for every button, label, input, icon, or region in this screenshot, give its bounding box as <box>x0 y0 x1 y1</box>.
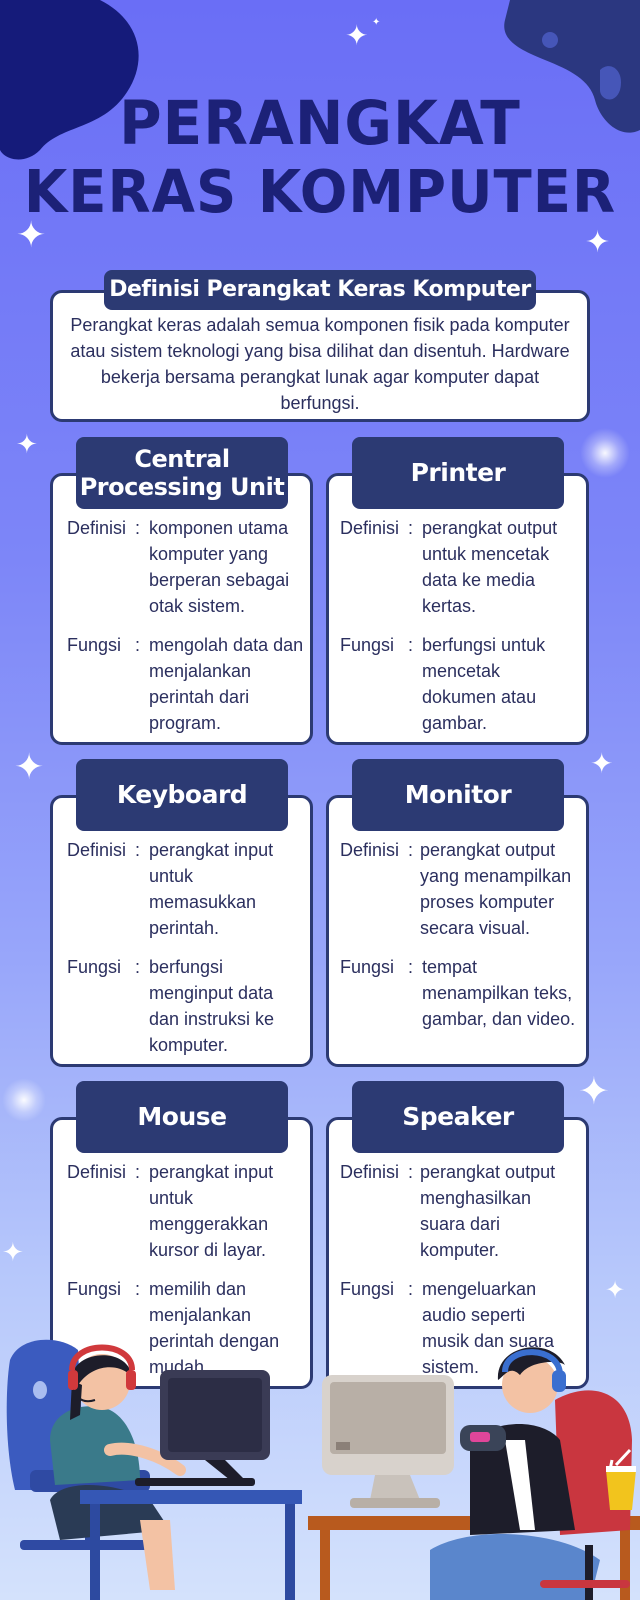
sparkle-icon: ✦ <box>14 747 45 788</box>
card-cpu-fungsi-row: Fungsi: mengolah data dan menjalankan pe… <box>67 632 311 736</box>
card-speaker-fungsi: mengeluarkan audio seperti musik dan sua… <box>422 1279 555 1377</box>
card-speaker-fungsi-row: Fungsi: mengeluarkan audio seperti musik… <box>340 1276 572 1380</box>
gamer-girl-illustration <box>50 1344 186 1590</box>
card-printer-definisi-row: Definisi: perangkat output untuk menceta… <box>340 515 572 619</box>
card-keyboard-fungsi: berfungsi menginput data dan instruksi k… <box>149 957 275 1055</box>
card-mouse-fungsi-row: Fungsi: memilih dan menjalankan perintah… <box>67 1276 299 1380</box>
card-cpu-definisi-row: Definisi: komponen utama komputer yang b… <box>67 515 311 619</box>
card-label-cpu: Central Processing Unit <box>76 437 288 509</box>
card-keyboard-definisi-row: Definisi: perangkat input untuk memasukk… <box>67 837 279 941</box>
sparkle-icon: ✦ <box>345 19 369 52</box>
top-left-blob <box>0 0 139 160</box>
definition-label: Definisi Perangkat Keras Komputer <box>104 270 536 310</box>
card-mouse-definisi: perangkat input untuk menggerakkan kurso… <box>149 1162 274 1260</box>
sparkle-icon: ✦ <box>590 747 614 780</box>
gaming-scene-illustration <box>6 1339 640 1600</box>
title-line-2: KERAS KOMPUTER <box>23 158 617 227</box>
card-monitor-definisi-row: Definisi: perangkat output yang menampil… <box>340 837 588 941</box>
sparkle-icon: ✦ <box>2 1238 24 1268</box>
definition-box <box>50 290 590 422</box>
drink-cup-icon <box>606 1448 636 1510</box>
sparkle-icon: ✦ <box>16 215 47 256</box>
card-speaker-definisi-row: Definisi: perangkat output menghasilkan … <box>340 1159 580 1263</box>
card-label-printer: Printer <box>352 437 564 509</box>
definition-text: Perangkat keras adalah semua komponen fi… <box>70 315 570 413</box>
card-monitor <box>326 795 589 1067</box>
glow-dot <box>2 1078 46 1122</box>
card-keyboard-definisi: perangkat input untuk memasukkan perinta… <box>149 840 274 938</box>
card-label-mouse: Mouse <box>76 1081 288 1153</box>
sparkle-icon: ✦ <box>372 17 381 28</box>
card-mouse-definisi-row: Definisi: perangkat input untuk menggera… <box>67 1159 299 1263</box>
card-cpu-fungsi: mengolah data dan menjalankan perintah d… <box>149 635 304 733</box>
sparkle-icon: ✦ <box>585 225 611 260</box>
card-monitor-fungsi: tempat menampilkan teks, gambar, dan vid… <box>422 957 576 1029</box>
card-monitor-definisi: perangkat output yang menampilkan proses… <box>420 840 572 938</box>
card-label-monitor: Monitor <box>352 759 564 831</box>
glow-dot <box>580 428 630 478</box>
card-printer-definisi: perangkat output untuk mencetak data ke … <box>422 518 558 616</box>
sparkle-icon: ✦ <box>605 1276 626 1304</box>
card-monitor-fungsi-row: Fungsi: tempat menampilkan teks, gambar,… <box>340 954 582 1032</box>
card-keyboard <box>50 795 313 1067</box>
card-label-speaker: Speaker <box>352 1081 564 1153</box>
card-speaker-definisi: perangkat output menghasilkan suara dari… <box>420 1162 556 1260</box>
card-printer <box>326 473 589 745</box>
card-printer-fungsi: berfungsi untuk mencetak dokumen atau ga… <box>422 635 546 733</box>
card-mouse-fungsi: memilih dan menjalankan perintah dengan … <box>149 1279 280 1377</box>
card-printer-fungsi-row: Fungsi: berfungsi untuk mencetak dokumen… <box>340 632 572 736</box>
card-label-keyboard: Keyboard <box>76 759 288 831</box>
left-computer-desk <box>80 1370 302 1600</box>
card-mouse <box>50 1117 313 1389</box>
card-keyboard-fungsi-row: Fungsi: berfungsi menginput data dan ins… <box>67 954 299 1058</box>
page-title: PERANGKAT KERAS KOMPUTER <box>0 87 640 228</box>
sparkle-icon: ✦ <box>16 430 38 460</box>
card-cpu-definisi: komponen utama komputer yang berperan se… <box>149 518 290 616</box>
title-line-1: PERANGKAT <box>119 87 521 159</box>
top-right-blob <box>504 0 640 133</box>
gamer-boy-illustration <box>430 1347 632 1600</box>
sparkle-icon: ✦ <box>578 1069 610 1113</box>
